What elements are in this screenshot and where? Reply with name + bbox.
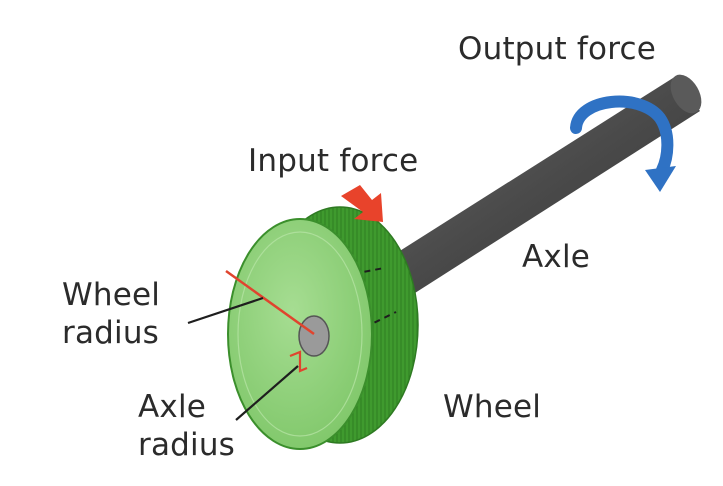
wheel-label: Wheel <box>443 389 542 425</box>
wheel-radius-leader <box>187 296 264 325</box>
output-force-label: Output force <box>458 31 656 67</box>
axle-shaft <box>376 74 702 300</box>
axle-radius-label: Axle radius <box>138 388 235 464</box>
axle-label: Axle <box>522 239 591 275</box>
axle-radius-label-line1: Axle <box>138 389 207 425</box>
axle-end-cap <box>298 315 330 357</box>
wheel-radius-label-line1: Wheel <box>62 277 161 313</box>
wheel-radius-label-line2: radius <box>62 315 160 351</box>
output-force-arrow <box>570 95 676 192</box>
axle-radius-label-line2: radius <box>138 427 236 463</box>
input-force-label: Input force <box>248 143 419 179</box>
input-force-arrow <box>341 185 383 222</box>
axle-radius-bracket <box>289 350 308 373</box>
axle-radius-leader <box>235 365 299 421</box>
wheel-radius-label: Wheel radius <box>62 276 160 352</box>
wheel-radius-line <box>225 269 315 336</box>
